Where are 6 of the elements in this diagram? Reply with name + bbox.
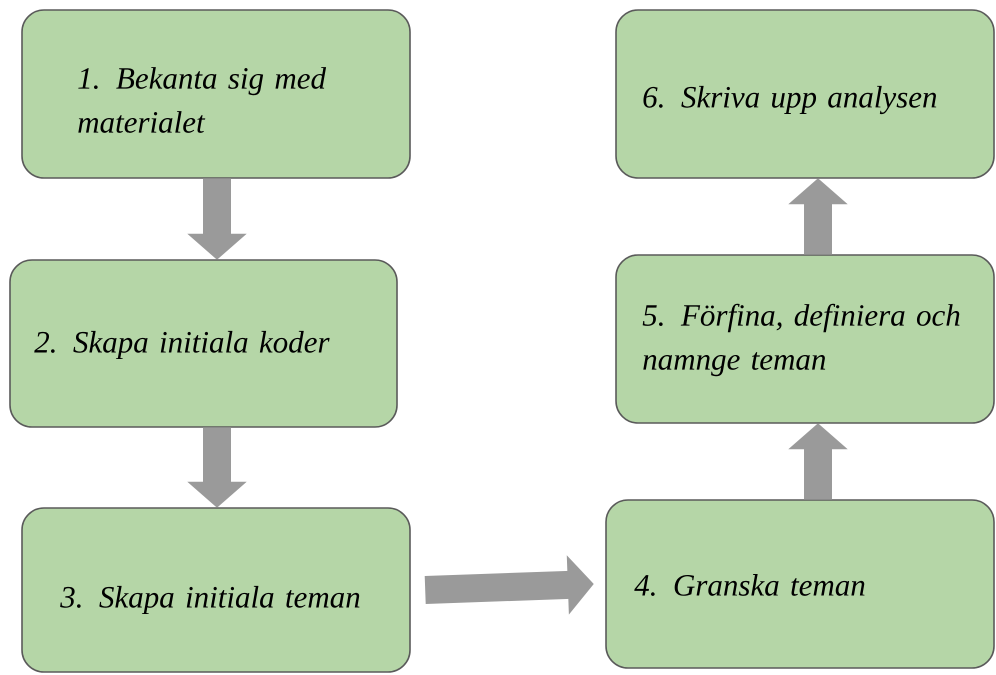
process-box: 4. Granska teman	[605, 499, 995, 669]
process-box: 2. Skapa initiala koder	[9, 259, 398, 428]
process-box: 3. Skapa initiala teman	[21, 507, 411, 673]
process-box: 6. Skriva upp analysen	[615, 9, 995, 179]
process-box: 1. Bekanta sig med materialet	[21, 9, 411, 179]
process-box: 5. Förfina, definiera och namnge teman	[615, 254, 995, 424]
